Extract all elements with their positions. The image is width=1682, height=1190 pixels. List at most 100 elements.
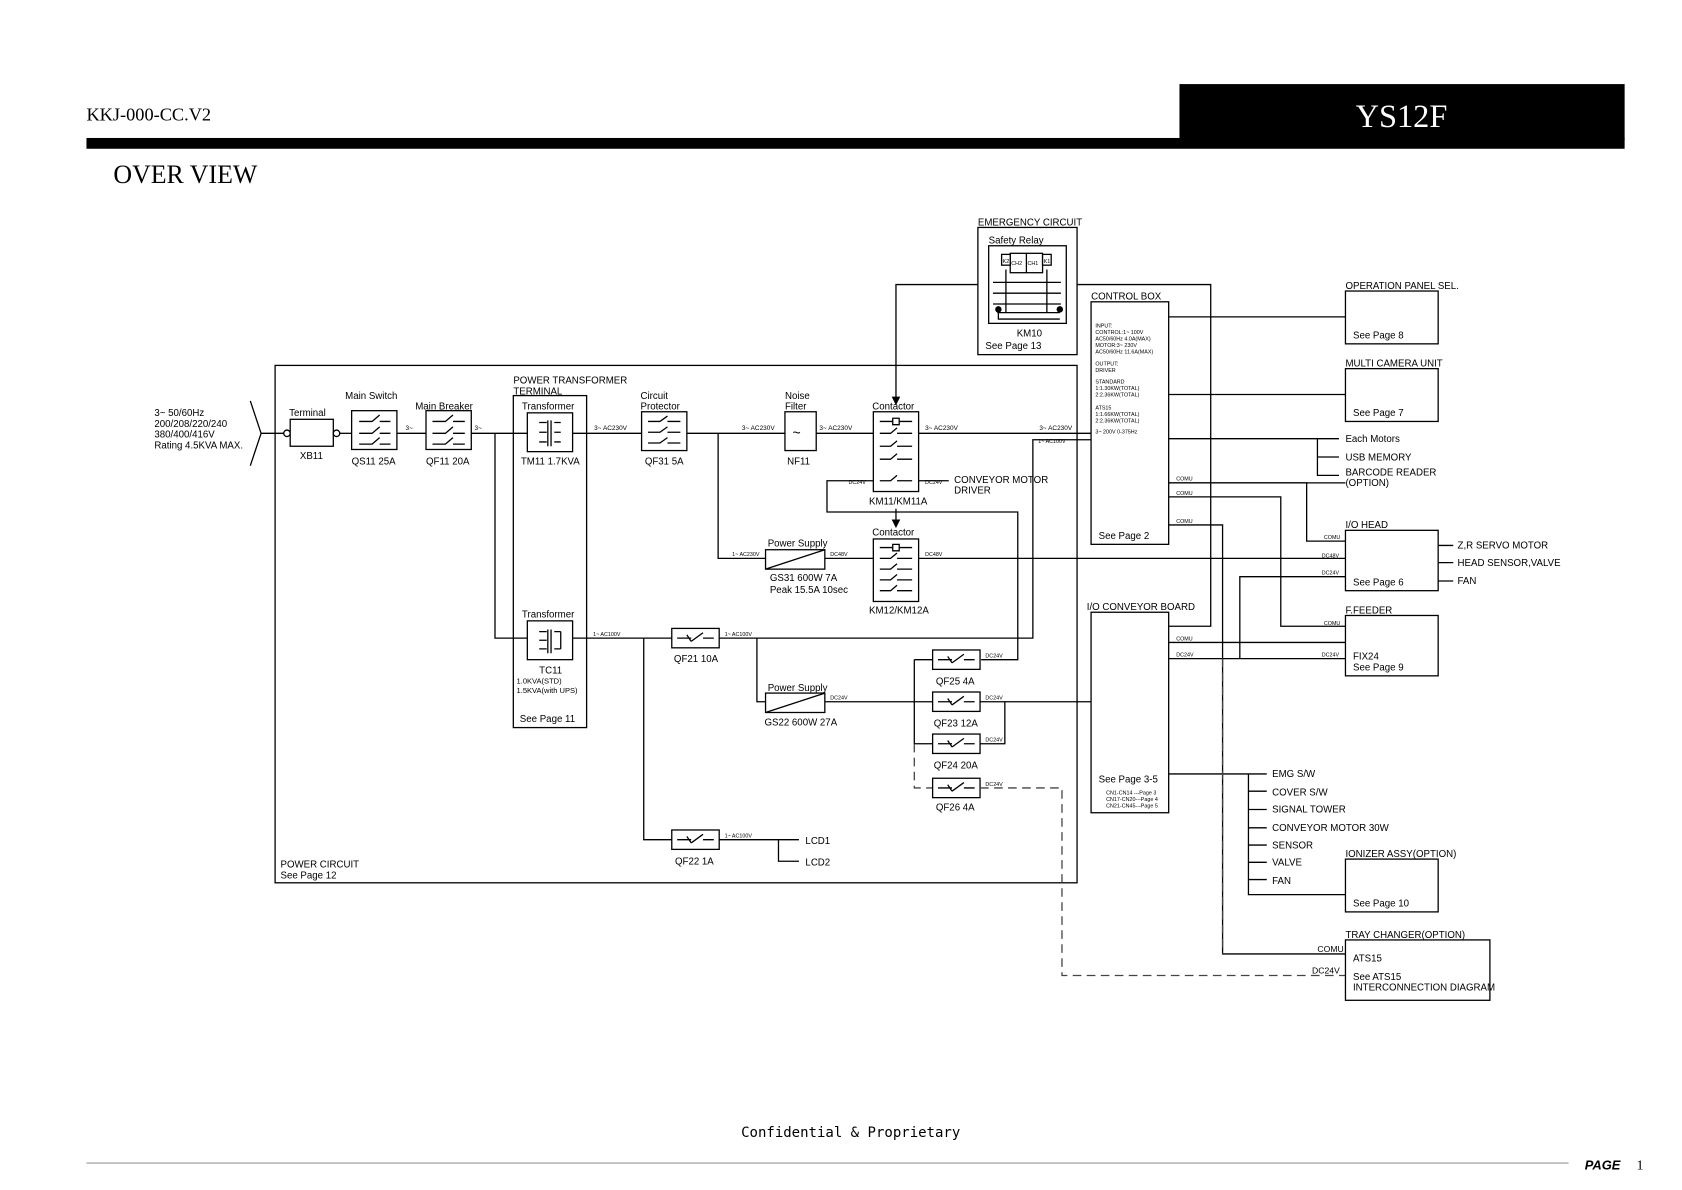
peripherals-io-conv-ref-text: See Page 3-5 bbox=[1099, 775, 1158, 786]
power-circuit-qf31-label1-text: Circuit bbox=[641, 391, 669, 402]
control-box-spec-5-text: OUTPUT: bbox=[1095, 361, 1118, 367]
wire bbox=[891, 519, 901, 529]
peripherals-tray-id-text: ATS15 bbox=[1353, 953, 1382, 964]
main-breaker-qf11: Main Breaker QF11 20A bbox=[415, 402, 473, 468]
wire-labels-dc24-text: DC24V bbox=[1322, 571, 1340, 577]
power-circuit-tm11-label-text: Transformer bbox=[522, 402, 575, 413]
wire-labels-dc24-text: DC24V bbox=[985, 738, 1003, 744]
io-head: I/O HEAD See Page 6 Z,R SERVO MOTOR HEAD… bbox=[1344, 520, 1561, 592]
symbol-shape bbox=[1344, 367, 1439, 423]
wire bbox=[717, 433, 784, 559]
peripherals-io-head-title-text: I/O HEAD bbox=[1345, 520, 1388, 531]
wire-labels-ac230-1-text: 1~ AC230V bbox=[732, 552, 760, 558]
wire-labels-dc24-text: DC24V bbox=[985, 654, 1003, 660]
symbol-shape bbox=[1000, 253, 1011, 266]
power-circuit-tc11-label-text: Transformer bbox=[522, 610, 575, 621]
symbol-shape bbox=[1344, 614, 1439, 677]
peripherals-conv-outputs-1-text: COVER S/W bbox=[1272, 787, 1328, 798]
wire-labels-dc24-text: DC24V bbox=[1176, 652, 1194, 658]
power-circuit-km11-id-text: KM11/KM11A bbox=[869, 496, 928, 507]
wire bbox=[980, 787, 1346, 977]
emergency-relay-text: Safety Relay bbox=[989, 236, 1044, 247]
wire bbox=[938, 695, 975, 706]
peripherals-tray-ref2-text: INTERCONNECTION DIAGRAM bbox=[1353, 983, 1495, 994]
header-rule bbox=[86, 137, 1625, 149]
operation-panel: OPERATION PANEL SEL. See Page 8 bbox=[1344, 281, 1459, 345]
power-circuit-tm11-id-text: TM11 1.7KVA bbox=[521, 457, 580, 468]
symbol-shape bbox=[872, 411, 920, 493]
power-circuit-main-switch-id-text: QS11 25A bbox=[352, 457, 397, 468]
wire bbox=[643, 638, 672, 841]
power-circuit-main-switch-label-text: Main Switch bbox=[345, 391, 397, 402]
peripherals-conv-outputs-6-text: FAN bbox=[1272, 876, 1291, 887]
breaker-qf21: QF21 10A bbox=[671, 627, 720, 665]
wire bbox=[1077, 283, 1212, 627]
control-box-ref-text: See Page 2 bbox=[1099, 531, 1150, 542]
power-circuit-qf25-id-text: QF25 4A bbox=[936, 676, 975, 687]
breaker-qf25: QF25 4A DC24V bbox=[931, 649, 1003, 687]
peripherals-io-conv-sub-1-text: CN17-CN20---Page 4 bbox=[1106, 797, 1158, 803]
power-circuit-nf11-label1-text: Noise bbox=[785, 391, 810, 402]
wire bbox=[1168, 496, 1346, 627]
wire bbox=[980, 701, 1006, 745]
emergency-k1-text: K1 bbox=[1044, 259, 1051, 265]
power-circuit-nf11-id-text: NF11 bbox=[787, 457, 810, 468]
wire-labels-comu-text: COMU bbox=[1324, 621, 1341, 627]
wire bbox=[539, 420, 561, 447]
peripherals-io-conv-sub-2-text: CN21-CN45---Page 5 bbox=[1106, 803, 1158, 809]
power-circuit-nf11-label2-text: Filter bbox=[785, 402, 807, 413]
control-box-spec-13-text: 3~ 200V 0-375Hz bbox=[1095, 429, 1137, 435]
wire-labels-comu-text: COMU bbox=[1176, 477, 1193, 483]
peripherals-io-head-outputs-0-text: Z,R SERVO MOTOR bbox=[1458, 541, 1549, 552]
emergency-circuit: EMERGENCY CIRCUIT Safety Relay CH2 CH1 K… bbox=[977, 217, 1082, 356]
ionizer-assy: IONIZER ASSY(OPTION) See Page 10 bbox=[1344, 849, 1456, 913]
wire bbox=[879, 417, 913, 482]
peripherals-feeder-title-text: F.FEEDER bbox=[1345, 605, 1392, 616]
control-box-title-text: CONTROL BOX bbox=[1091, 292, 1162, 303]
control-box-spec-10-text: ATS15 bbox=[1095, 406, 1111, 412]
symbol-shape bbox=[872, 538, 920, 603]
wire-labels-dc24-text: DC24V bbox=[985, 782, 1003, 788]
peripherals-conv-outputs-2-text: SIGNAL TOWER bbox=[1272, 805, 1346, 816]
symbol-shape bbox=[784, 411, 817, 452]
peripherals-io-conv-sub-0-text: CN1-CN14 ---Page 3 bbox=[1106, 790, 1156, 796]
control-box-spec-9-text: 2:2.36KW(TOTAL) bbox=[1095, 393, 1139, 399]
wire bbox=[1438, 544, 1454, 582]
power-circuit-gs22-label-text: Power Supply bbox=[768, 683, 828, 694]
peripherals-camera-ref-text: See Page 7 bbox=[1353, 408, 1404, 419]
symbol-shape bbox=[640, 411, 688, 452]
power-circuit-qf23-id-text: QF23 12A bbox=[934, 719, 979, 730]
symbol-shape bbox=[1090, 301, 1170, 545]
wire bbox=[913, 743, 933, 789]
power-circuit-km12-label-text: Contactor bbox=[872, 528, 915, 539]
control-box-spec-12-text: 2:2.36KW(TOTAL) bbox=[1095, 419, 1139, 425]
power-circuit-tc11-spec1-text: 1.0KVA(STD) bbox=[517, 676, 563, 685]
peripherals-conv-outputs-3-text: CONVEYOR MOTOR 30W bbox=[1272, 823, 1389, 834]
circuit-protector-qf31: Circuit Protector QF31 5A bbox=[640, 391, 688, 468]
wire bbox=[938, 782, 975, 792]
emergency-ref-text: See Page 13 bbox=[985, 341, 1041, 352]
wire bbox=[826, 480, 1019, 661]
power-circuit-conveyor-driver-line1-text: CONVEYOR MOTOR bbox=[954, 475, 1048, 486]
lcd2-label: LCD2 bbox=[805, 858, 830, 869]
wire bbox=[879, 543, 913, 592]
power-circuit-km12-id-text: KM12/KM12A bbox=[869, 605, 929, 616]
power-circuit-ptt-ref-text: See Page 11 bbox=[520, 714, 575, 725]
peripherals-ionizer-title-text: IONIZER ASSY(OPTION) bbox=[1345, 849, 1456, 860]
usb-memory-label: USB MEMORY bbox=[1345, 452, 1412, 463]
input-supply-lines-3-text: Rating 4.5KVA MAX. bbox=[154, 440, 243, 451]
symbol-shape bbox=[1041, 253, 1052, 266]
power-circuit-conveyor-driver-line2-text: DRIVER bbox=[954, 486, 991, 497]
symbol-shape bbox=[1344, 939, 1491, 1001]
control-box-spec-8-text: 1:1.30KW(TOTAL) bbox=[1095, 386, 1139, 392]
contactor-km12: Contactor KM12/KM12A bbox=[869, 528, 929, 617]
control-box-spec-3-text: MOTOR:3~ 230V bbox=[1095, 343, 1137, 349]
wire-labels-three-phase-text: 3~ bbox=[475, 425, 483, 432]
power-circuit-ptt-title-line1-text: POWER TRANSFORMER bbox=[513, 376, 627, 387]
model-name: YS12F bbox=[1356, 98, 1448, 134]
power-circuit-main-breaker-label-text: Main Breaker bbox=[415, 402, 473, 413]
wire bbox=[938, 737, 975, 748]
wire-labels-ac230-3-text: 3~ AC230V bbox=[1039, 425, 1073, 432]
wire-labels-comu-text: COMU bbox=[1324, 535, 1341, 541]
peripherals-op-panel-title-text: OPERATION PANEL SEL. bbox=[1345, 281, 1458, 292]
